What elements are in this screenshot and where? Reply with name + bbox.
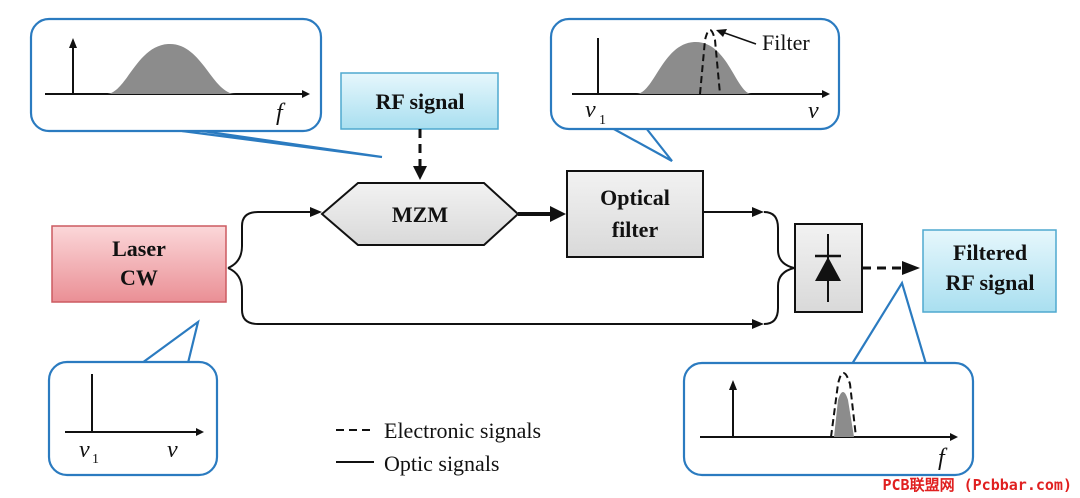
axis-start-label: ν — [79, 437, 90, 463]
legend-dashed-label: Electronic signals — [384, 418, 541, 443]
filter-output-arrowhead — [752, 207, 764, 217]
laser-label-line2: CW — [120, 265, 158, 290]
legend: Electronic signals Optic signals — [336, 418, 541, 476]
filter-annotation-label: Filter — [762, 30, 810, 55]
laser-label-line1: Laser — [112, 236, 166, 261]
axis-end-label: ν — [167, 437, 178, 463]
laser-block: Laser CW — [51, 225, 227, 303]
axis-start-subscript: 1 — [599, 113, 606, 128]
rf-signal-block: RF signal — [340, 72, 499, 130]
watermark: PCB联盟网 (Pcbbar.com) — [883, 476, 1073, 494]
callout-laser-spectrum-frame — [47, 360, 219, 477]
filtered-rf-label-line2: RF signal — [945, 270, 1034, 295]
mzm-block: MZM — [320, 182, 520, 246]
carrier-arrowhead — [729, 380, 737, 390]
frequency-axis-label: f — [276, 100, 286, 126]
laser-split-upper — [227, 211, 310, 269]
filtered-passband-curve — [830, 372, 857, 438]
optical-filter-label-line1: Optical — [600, 185, 670, 210]
legend-solid-label: Optic signals — [384, 451, 500, 476]
carrier-arrowhead — [69, 38, 77, 48]
callout-filtered-spectrum-frame — [682, 361, 975, 477]
combiner-upper — [763, 211, 795, 269]
filtered-rf-box — [922, 229, 1057, 313]
laser-to-mzm-arrowhead — [310, 207, 322, 217]
laser-box — [51, 225, 227, 303]
callout-laser-spectrum-pointer — [141, 319, 200, 364]
callout-optical-spectrum-pointer — [611, 127, 673, 162]
filter-annotation-arrowhead — [716, 29, 727, 37]
filtered-rf-block: Filtered RF signal — [922, 229, 1057, 313]
optical-filter-label-line2: filter — [612, 217, 659, 242]
pd-to-output-arrowhead — [902, 261, 920, 275]
mzm-label: MZM — [392, 202, 448, 227]
axis-end-label: ν — [808, 98, 819, 124]
frequency-axis-label: f — [938, 445, 948, 471]
laser-split-lower — [227, 267, 752, 325]
optical-spectrum-shape — [636, 41, 752, 94]
rf-signal-label: RF signal — [375, 89, 464, 114]
rf-spectrum-shape — [106, 43, 236, 94]
mzm-to-filter-arrowhead — [550, 206, 566, 222]
callout-filtered-spectrum: f — [682, 280, 975, 477]
filter-passband-curve — [699, 29, 721, 95]
lower-path-arrowhead — [752, 319, 764, 329]
axis-start-label: ν — [585, 97, 596, 123]
optical-filter-box — [566, 170, 704, 258]
filtered-rf-label-line1: Filtered — [953, 240, 1027, 265]
rf-to-mzm-arrowhead — [413, 166, 427, 180]
axis-arrowhead — [196, 428, 204, 436]
filter-annotation-arrow — [721, 31, 757, 45]
axis-arrowhead — [302, 90, 310, 98]
callout-laser-spectrum: ν 1 ν — [47, 319, 219, 477]
photodiode-block — [794, 223, 863, 313]
callout-filtered-spectrum-pointer — [851, 280, 928, 365]
axis-arrowhead — [822, 90, 830, 98]
combiner-lower — [763, 267, 795, 325]
axis-arrowhead — [950, 433, 958, 441]
axis-start-subscript: 1 — [92, 452, 99, 467]
optical-filter-block: Optical filter — [566, 170, 704, 258]
callout-optical-spectrum: Filter ν 1 ν — [549, 17, 841, 162]
callout-rf-spectrum: f — [29, 17, 383, 159]
callout-rf-spectrum-pointer — [181, 129, 383, 159]
filtered-spectrum-shape — [834, 392, 854, 437]
photodiode-symbol — [815, 257, 841, 281]
